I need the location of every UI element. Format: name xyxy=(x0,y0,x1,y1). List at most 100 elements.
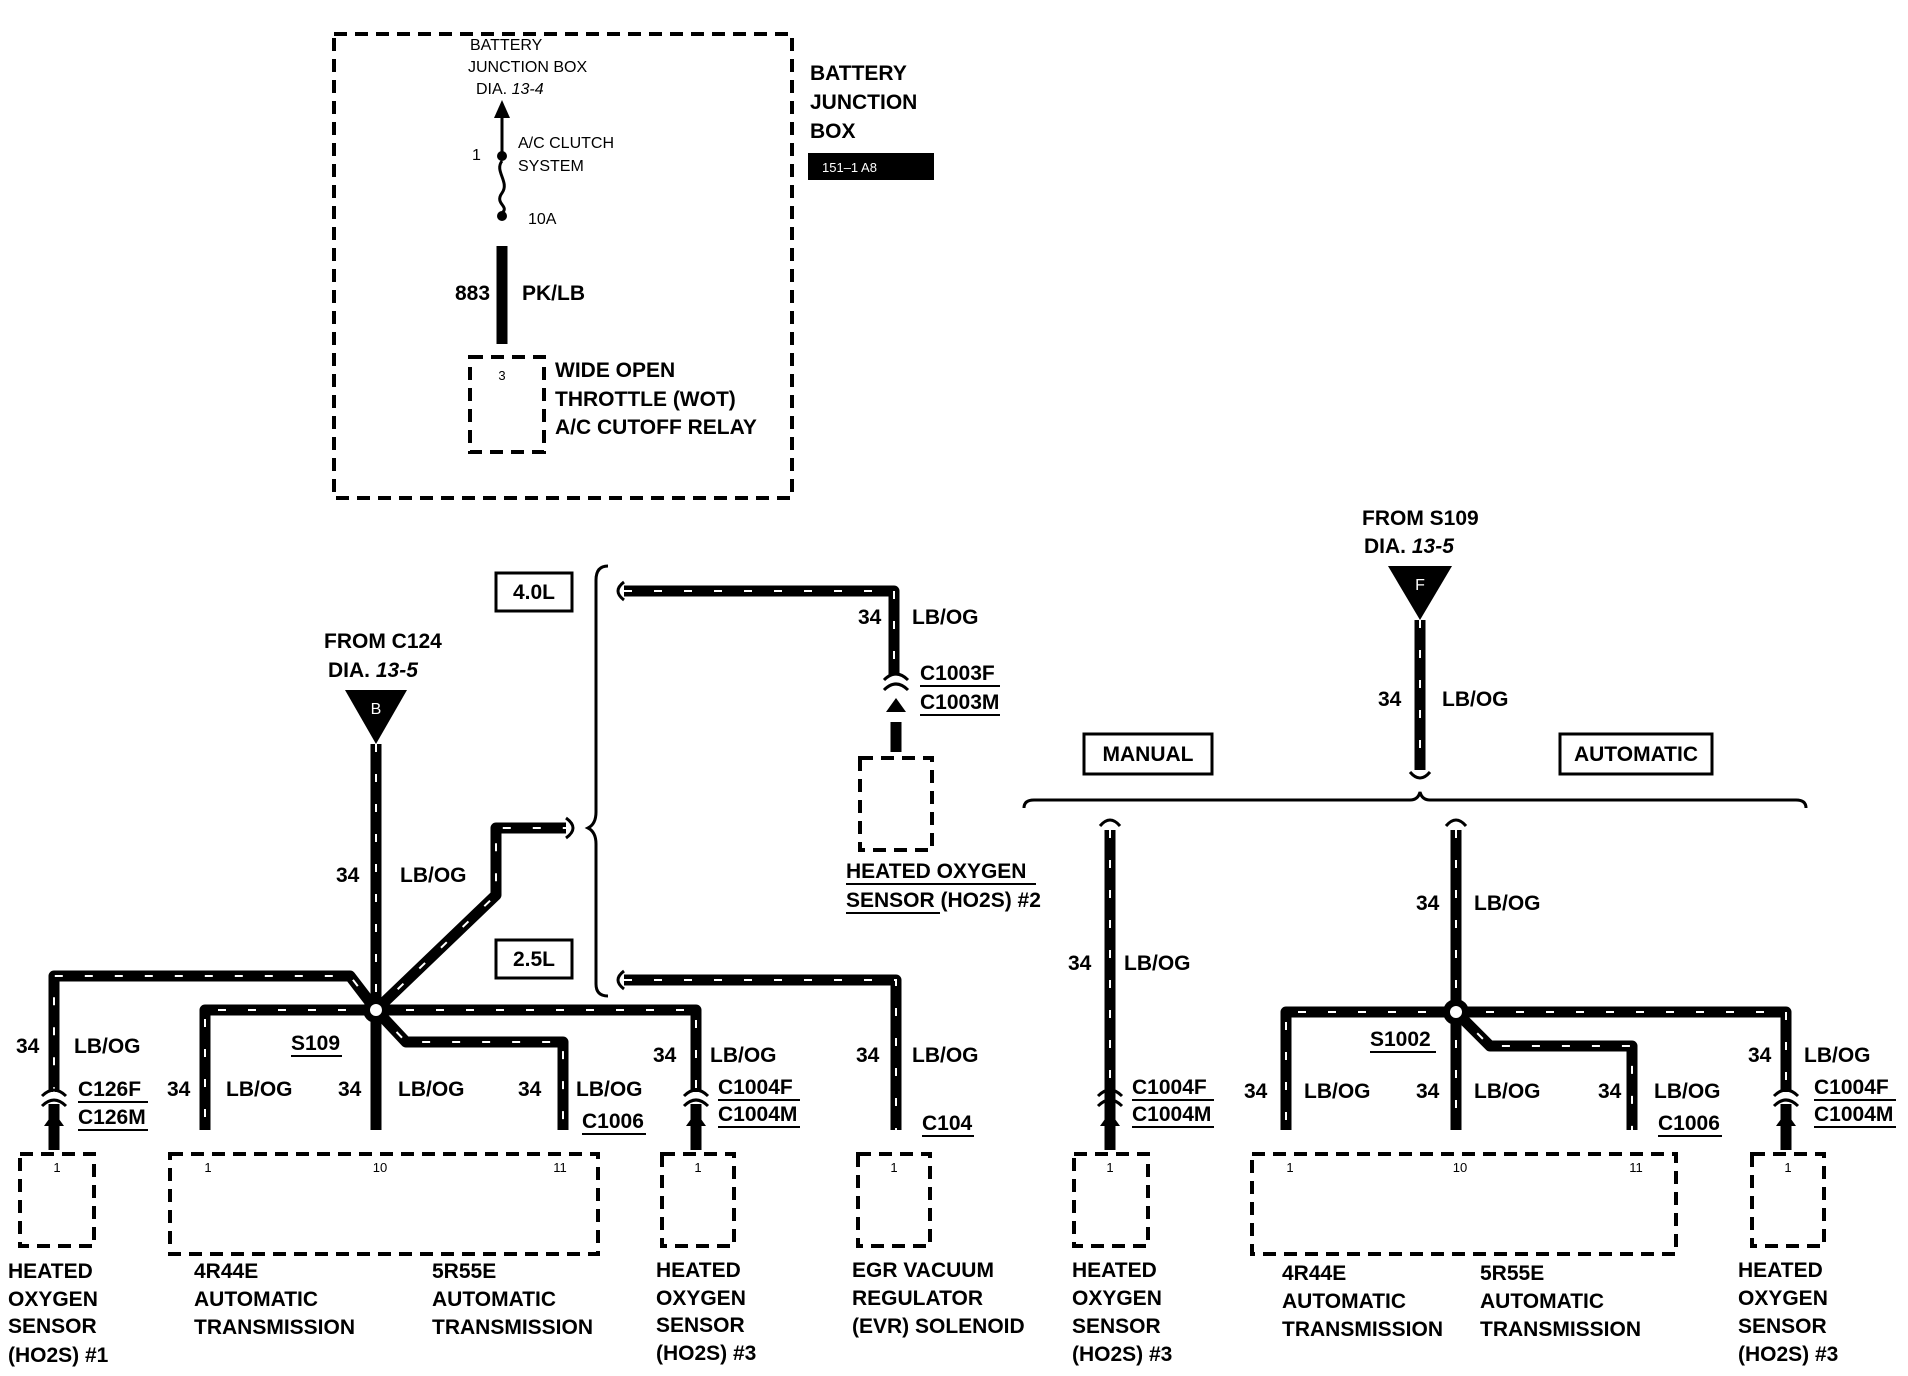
c126-arrow-icon xyxy=(44,1112,64,1126)
ho2s3-manual-line-2: OXYGEN xyxy=(1072,1287,1162,1310)
trans-right-pin-10: 10 xyxy=(1453,1160,1467,1175)
ho2s3-manual-box xyxy=(1072,1152,1150,1248)
ho2s3-right-line-2: OXYGEN xyxy=(1738,1287,1828,1310)
trans-pin10-wire-number: 34 xyxy=(338,1078,362,1101)
trans-right-pin1-wire-number: 34 xyxy=(1244,1080,1268,1103)
wire-883-color: PK/LB xyxy=(522,282,585,305)
manual-wire-number: 34 xyxy=(1068,952,1092,975)
ho2s3-right-wire-color: LB/OG xyxy=(1804,1044,1871,1067)
option-brace xyxy=(1022,791,1808,809)
from-s109-label: FROM S109 xyxy=(1362,507,1479,530)
relay-label-line-2: THROTTLE (WOT) xyxy=(555,388,736,411)
ho2s3-right-box xyxy=(1750,1152,1826,1248)
ho2s1-wire-color: LB/OG xyxy=(74,1035,141,1058)
trans-5r55e-left-line-2: AUTOMATIC xyxy=(432,1288,556,1311)
connector-b-icon xyxy=(345,690,407,744)
from-c124-label: FROM C124 xyxy=(324,630,442,653)
c1004-right-connector-icon xyxy=(1772,1088,1800,1108)
c1003m-label: C1003M xyxy=(920,691,999,714)
trans-left-pin-11: 11 xyxy=(553,1160,567,1175)
engine-25-label: 2.5L xyxy=(513,948,555,971)
trans-right-pin10-wire-number: 34 xyxy=(1416,1080,1440,1103)
box-title-line-1: BATTERY xyxy=(810,62,907,85)
from-s109-dia: DIA. 13-5 xyxy=(1364,535,1454,558)
c1006-left-label: C1006 xyxy=(582,1110,644,1133)
c1004-left-arrow-icon xyxy=(686,1112,706,1126)
trans-4r44e-right-line-1: 4R44E xyxy=(1282,1262,1346,1285)
ho2s1-wire-number: 34 xyxy=(16,1035,40,1058)
ho2s3-left-line-3: SENSOR xyxy=(656,1314,745,1337)
evr-wire-color: LB/OG xyxy=(912,1044,979,1067)
box-ref-text: 151–1 A8 xyxy=(822,160,877,175)
c1006-right-label: C1006 xyxy=(1658,1112,1720,1135)
evr-label-line-2: REGULATOR xyxy=(852,1287,983,1310)
trans-5r55e-right-line-2: AUTOMATIC xyxy=(1480,1290,1604,1313)
ho2s3-manual-pin: 1 xyxy=(1106,1160,1113,1175)
ho2s2-box xyxy=(858,756,934,852)
arrow-up-icon xyxy=(494,100,510,118)
ho2s3-manual-line-4: (HO2S) #3 xyxy=(1072,1343,1172,1366)
junction-ref-line-1: BATTERY xyxy=(470,37,543,54)
ho2s3-manual-line-1: HEATED xyxy=(1072,1259,1157,1282)
engine-40-label: 4.0L xyxy=(513,581,555,604)
junction-ref-line-3: DIA. 13-4 xyxy=(476,81,544,98)
wire-break-40 xyxy=(616,580,625,602)
evr-label-line-1: EGR VACUUM xyxy=(852,1259,994,1282)
automatic-box xyxy=(1558,732,1714,776)
ho2s1-label-line-1: HEATED xyxy=(8,1260,93,1283)
ho2s3-left-line-2: OXYGEN xyxy=(656,1287,746,1310)
c1003f-label: C1003F xyxy=(920,662,995,685)
main-wire-number: 34 xyxy=(336,864,360,887)
ho2s3-right-line-3: SENSOR xyxy=(1738,1315,1827,1338)
automatic-label: AUTOMATIC xyxy=(1574,743,1698,766)
c1004-left-connector-icon xyxy=(682,1088,710,1108)
ho2s3-right-wire-number: 34 xyxy=(1748,1044,1772,1067)
trans-5r55e-right-line-1: 5R55E xyxy=(1480,1262,1544,1285)
feed-wire-color: LB/OG xyxy=(1442,688,1509,711)
c1004m-right-label: C1004M xyxy=(1814,1103,1893,1126)
c1004f-manual-label: C1004F xyxy=(1132,1076,1207,1099)
ho2s1-label-line-3: SENSOR xyxy=(8,1315,97,1338)
manual-label: MANUAL xyxy=(1103,743,1194,766)
relay-label-line-1: WIDE OPEN xyxy=(555,359,675,382)
engine-40-box xyxy=(494,571,574,613)
wire-break-mid xyxy=(565,816,575,840)
ho2s1-label-line-2: OXYGEN xyxy=(8,1288,98,1311)
trans-pin10-wire-color: LB/OG xyxy=(398,1078,465,1101)
ho2s1-label-line-4: (HO2S) #1 xyxy=(8,1344,109,1367)
ho2s3-right-line-4: (HO2S) #3 xyxy=(1738,1343,1838,1366)
battery-junction-section: BATTERY JUNCTION BOX DIA. 13-4 1 A/C CLU… xyxy=(332,32,934,500)
ho2s3-right-pin: 1 xyxy=(1784,1160,1791,1175)
ho2s2-wire-number: 34 xyxy=(858,606,882,629)
c1003-connector-icon xyxy=(882,672,910,692)
relay-connector-box xyxy=(468,355,546,454)
relay-label-line-3: A/C CUTOFF RELAY xyxy=(555,416,757,439)
trans-4r44e-left-line-3: TRANSMISSION xyxy=(194,1316,355,1339)
evr-label-line-3: (EVR) SOLENOID xyxy=(852,1315,1025,1338)
wire-break-25 xyxy=(616,969,625,991)
ho2s3-manual-line-3: SENSOR xyxy=(1072,1315,1161,1338)
wire-break-f xyxy=(1408,770,1432,780)
trans-4r44e-right-line-2: AUTOMATIC xyxy=(1282,1290,1406,1313)
ho2s1-pin: 1 xyxy=(53,1160,60,1175)
ho2s3-left-box xyxy=(660,1152,736,1248)
fuse-rating: 10A xyxy=(528,211,557,228)
c126f-label: C126F xyxy=(78,1078,141,1101)
engine-brace xyxy=(584,564,609,998)
box-ref-badge xyxy=(808,153,934,180)
trans-right-pin-11: 11 xyxy=(1629,1160,1643,1175)
manual-box xyxy=(1082,732,1214,776)
c1004-right-arrow-icon xyxy=(1776,1112,1796,1126)
right-wire-tracers xyxy=(1109,620,1787,1130)
trans-4r44e-right-line-3: TRANSMISSION xyxy=(1282,1318,1443,1341)
evr-pin: 1 xyxy=(890,1160,897,1175)
c1003-arrow-icon xyxy=(886,698,906,712)
trans-right-pin11-wire-number: 34 xyxy=(1598,1080,1622,1103)
fuse-label-line-1: A/C CLUTCH xyxy=(518,135,614,152)
wire-883-number: 883 xyxy=(455,282,490,305)
from-c124-dia: DIA. 13-5 xyxy=(328,659,418,682)
ho2s3-left-wire-number: 34 xyxy=(653,1044,677,1067)
fuse-icon xyxy=(498,160,506,215)
c1004-manual-arrow-icon xyxy=(1100,1112,1120,1126)
